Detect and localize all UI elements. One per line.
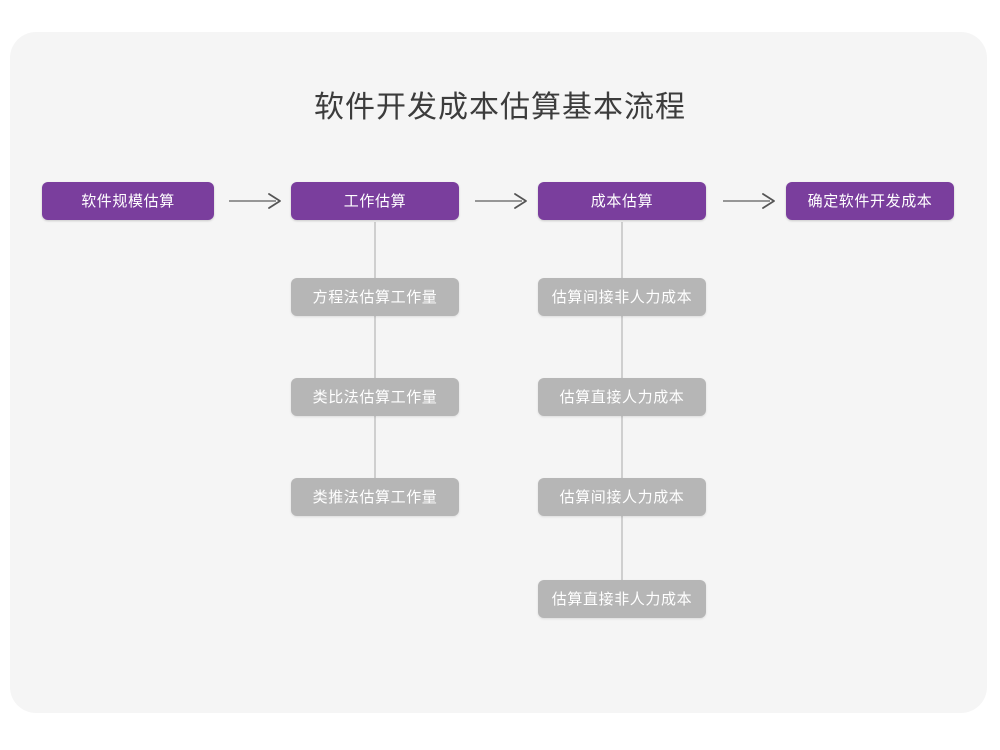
substep-node-analogy-method-effort[interactable]: 类比法估算工作量 xyxy=(291,378,459,416)
stage-node-label: 工作估算 xyxy=(343,192,407,210)
stage-node-label: 成本估算 xyxy=(590,192,654,210)
substep-node-label: 估算直接人力成本 xyxy=(559,388,685,406)
connector-line-stage-3 xyxy=(621,222,623,614)
stage-node-label: 软件规模估算 xyxy=(81,192,175,210)
substep-node-label: 估算间接人力成本 xyxy=(559,488,685,506)
substep-node-indirect-nonlabor-cost[interactable]: 估算间接非人力成本 xyxy=(538,278,706,316)
substep-node-direct-labor-cost[interactable]: 估算直接人力成本 xyxy=(538,378,706,416)
substep-node-label: 类比法估算工作量 xyxy=(312,388,438,406)
arrow-stage-2-to-stage-3 xyxy=(474,190,530,212)
stage-node-cost-estimation[interactable]: 成本估算 xyxy=(538,182,706,220)
substep-node-label: 类推法估算工作量 xyxy=(312,488,438,506)
substep-node-label: 估算间接非人力成本 xyxy=(551,288,693,306)
substep-node-direct-nonlabor-cost[interactable]: 估算直接非人力成本 xyxy=(538,580,706,618)
stage-node-effort-estimation[interactable]: 工作估算 xyxy=(291,182,459,220)
arrow-stage-3-to-stage-4 xyxy=(722,190,778,212)
substep-node-analogical-method-effort[interactable]: 类推法估算工作量 xyxy=(291,478,459,516)
stage-node-label: 确定软件开发成本 xyxy=(807,192,933,210)
diagram-card xyxy=(10,32,987,713)
stage-node-determine-development-cost[interactable]: 确定软件开发成本 xyxy=(786,182,954,220)
substep-node-label: 方程法估算工作量 xyxy=(312,288,438,306)
substep-node-equation-method-effort[interactable]: 方程法估算工作量 xyxy=(291,278,459,316)
substep-node-label: 估算直接非人力成本 xyxy=(551,590,693,608)
substep-node-indirect-labor-cost[interactable]: 估算间接人力成本 xyxy=(538,478,706,516)
arrow-stage-1-to-stage-2 xyxy=(228,190,284,212)
stage-node-software-scale-estimation[interactable]: 软件规模估算 xyxy=(42,182,214,220)
connector-line-stage-2 xyxy=(374,222,376,512)
diagram-title: 软件开发成本估算基本流程 xyxy=(314,91,686,124)
